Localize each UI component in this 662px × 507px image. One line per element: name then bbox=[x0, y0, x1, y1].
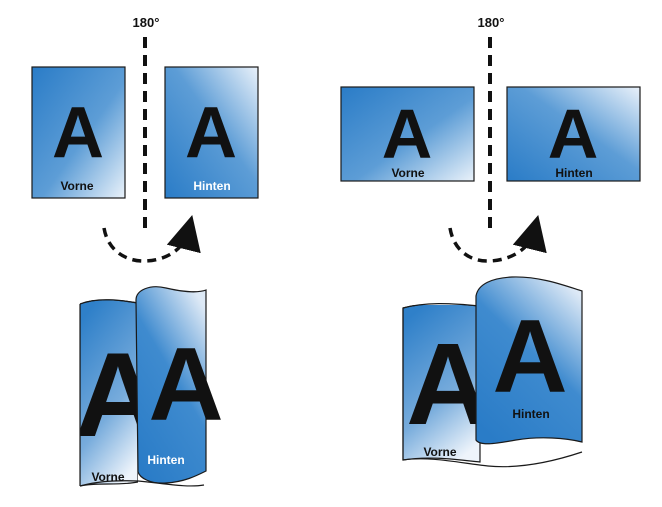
illustration-front-letter: A bbox=[75, 328, 162, 462]
flip-illustration: A Vorne A Hinten bbox=[402, 276, 583, 468]
back-label: Hinten bbox=[555, 166, 592, 180]
illustration-back-label: Hinten bbox=[147, 453, 184, 467]
back-flap bbox=[135, 286, 207, 484]
illustration-front-letter: A bbox=[406, 319, 490, 449]
back-letter: A bbox=[548, 95, 599, 173]
back-letter: A bbox=[185, 93, 237, 173]
front-sheet: A Vorne bbox=[31, 66, 126, 199]
rotation-label: 180° bbox=[133, 15, 160, 30]
back-flap bbox=[475, 276, 583, 445]
flip-illustration: A Vorne A Hinten bbox=[75, 286, 224, 487]
front-sheet: A Vorne bbox=[340, 86, 475, 182]
front-label: Vorne bbox=[60, 179, 93, 193]
flip-arrow bbox=[102, 215, 201, 263]
front-letter: A bbox=[52, 93, 104, 173]
illustration-back-letter: A bbox=[148, 327, 223, 443]
portrait-diagram: 180° A Vorne A Hinten A Vorne bbox=[31, 15, 259, 487]
back-label: Hinten bbox=[193, 179, 230, 193]
illustration-back-letter: A bbox=[492, 299, 567, 415]
landscape-diagram: 180° A Vorne A Hinten A Vorne bbox=[340, 15, 641, 468]
illustration-back-label: Hinten bbox=[512, 407, 549, 421]
back-sheet: A Hinten bbox=[506, 86, 641, 182]
back-sheet: A Hinten bbox=[164, 66, 259, 199]
rotation-label: 180° bbox=[478, 15, 505, 30]
flip-arrow bbox=[448, 215, 547, 263]
illustration-front-label: Vorne bbox=[423, 445, 456, 459]
front-letter: A bbox=[382, 95, 433, 173]
front-label: Vorne bbox=[391, 166, 424, 180]
